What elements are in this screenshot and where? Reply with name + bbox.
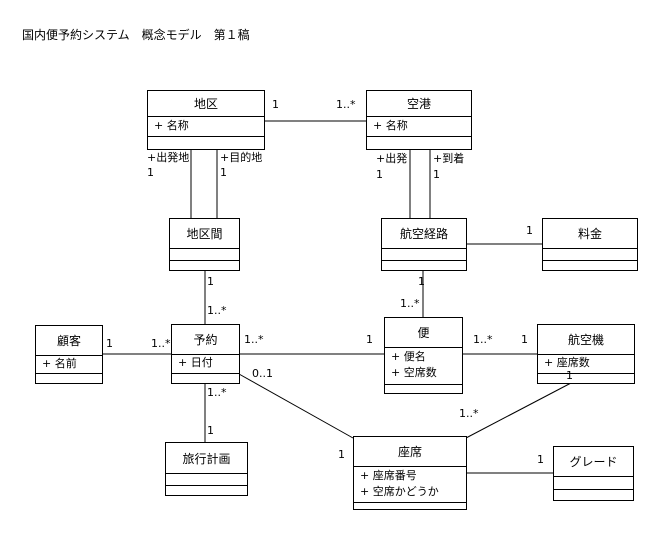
attribute: + 名前: [42, 357, 77, 370]
multiplicity: 1: [106, 337, 113, 350]
class-attributes: [554, 477, 633, 490]
class-attributes: + 便名 + 空席数: [385, 348, 462, 385]
multiplicity: 1: [366, 333, 373, 346]
role-label: +目的地: [220, 151, 263, 164]
class-name: 航空機: [538, 325, 634, 355]
multiplicity: 1..*: [473, 333, 493, 346]
class-name: 料金: [543, 219, 637, 249]
class-attributes: + 座席番号 + 空席かどうか: [354, 467, 466, 503]
multiplicity: 1..*: [336, 98, 356, 111]
multiplicity: 1..*: [151, 337, 171, 350]
multiplicity: 1: [526, 224, 533, 237]
multiplicity: 1: [376, 168, 383, 181]
class-kokyaku[interactable]: 顧客 + 名前: [35, 325, 103, 384]
attribute: + 座席数: [544, 356, 590, 369]
class-chiku[interactable]: 地区 + 名称: [147, 90, 265, 150]
class-ryokin[interactable]: 料金: [542, 218, 638, 271]
class-attributes: + 名前: [36, 356, 102, 374]
class-kokuki[interactable]: 航空機 + 座席数: [537, 324, 635, 384]
diagram-title: 国内便予約システム 概念モデル 第１稿: [22, 28, 250, 42]
class-attributes: [543, 249, 637, 261]
class-koku-keiro[interactable]: 航空経路: [381, 218, 467, 271]
class-name: 便: [385, 318, 462, 348]
class-bin[interactable]: 便 + 便名 + 空席数: [384, 317, 463, 394]
multiplicity: 1: [537, 453, 544, 466]
multiplicity: 1: [207, 424, 214, 437]
class-attributes: [166, 474, 247, 486]
class-name: 地区: [148, 91, 264, 117]
class-attributes: [170, 249, 239, 261]
multiplicity: 1: [433, 168, 440, 181]
attribute: + 座席番号: [360, 469, 417, 482]
multiplicity: 1: [272, 98, 279, 111]
class-attributes: + 名称: [148, 117, 264, 137]
attribute: + 便名: [391, 350, 426, 363]
assoc-kokuki-zaseki: [465, 382, 572, 439]
attribute: + 日付: [178, 356, 213, 369]
class-attributes: + 座席数: [538, 355, 634, 374]
class-name: 顧客: [36, 326, 102, 356]
attribute: + 名称: [154, 119, 189, 132]
class-attributes: + 名称: [367, 117, 471, 137]
multiplicity: 1: [338, 448, 345, 461]
attribute: + 空席かどうか: [360, 485, 439, 498]
class-name: 地区間: [170, 219, 239, 249]
multiplicity: 1: [521, 333, 528, 346]
class-name: 航空経路: [382, 219, 466, 249]
multiplicity: 1: [220, 166, 227, 179]
class-name: グレード: [554, 447, 633, 477]
class-name: 空港: [367, 91, 471, 117]
assoc-yoyaku-zaseki: [238, 373, 354, 439]
multiplicity: 1: [418, 275, 425, 288]
attribute: + 空席数: [391, 366, 437, 379]
multiplicity: 1: [207, 275, 214, 288]
multiplicity: 1..*: [207, 304, 227, 317]
multiplicity: 1..*: [207, 386, 227, 399]
class-grade[interactable]: グレード: [553, 446, 634, 501]
class-attributes: + 日付: [172, 355, 239, 374]
role-label: +到着: [433, 152, 465, 165]
multiplicity: 0..1: [252, 367, 273, 380]
class-name: 座席: [354, 437, 466, 467]
multiplicity: 1: [147, 166, 154, 179]
class-name: 予約: [172, 325, 239, 355]
multiplicity: 1..*: [459, 407, 479, 420]
class-attributes: [382, 249, 466, 261]
multiplicity: 1..*: [400, 297, 420, 310]
class-yoyaku[interactable]: 予約 + 日付: [171, 324, 240, 384]
multiplicity: 1: [566, 369, 573, 382]
class-zaseki[interactable]: 座席 + 座席番号 + 空席かどうか: [353, 436, 467, 510]
multiplicity: 1..*: [244, 333, 264, 346]
role-label: +出発地: [147, 151, 190, 164]
attribute: + 名称: [373, 119, 408, 132]
class-ryoko-keikaku[interactable]: 旅行計画: [165, 442, 248, 496]
role-label: +出発: [376, 152, 408, 165]
class-name: 旅行計画: [166, 443, 247, 474]
class-chikukan[interactable]: 地区間: [169, 218, 240, 271]
class-kuko[interactable]: 空港 + 名称: [366, 90, 472, 150]
